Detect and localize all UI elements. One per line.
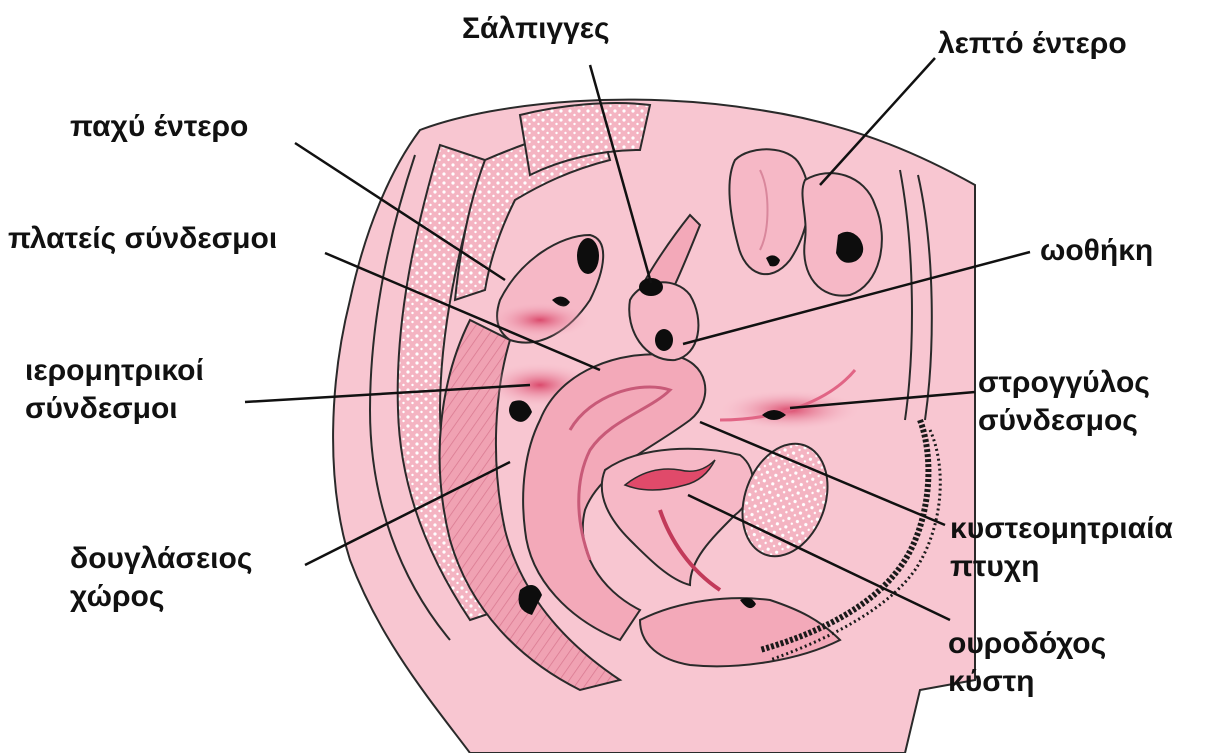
label-vesicouterine: κυστεομητριαία πτυχη [950,510,1173,586]
label-ovary: ωοθήκη [1040,232,1153,270]
label-douglas: δουγλάσειος χώρος [70,540,252,616]
label-uterosacral: ιερομητρικοί σύνδεσμοι [25,352,204,428]
ovary-dark [655,329,673,351]
label-broad-ligaments: πλατείς σύνδεσμοι [8,220,277,258]
label-bladder: ουροδόχος κύστη [948,625,1106,701]
flush-broad [490,302,590,338]
label-salpinges: Σάλπιγγες [462,10,610,48]
large-intestine-lumen [577,238,599,274]
label-round-ligament: στρογγύλος σύνδεσμος [978,364,1150,440]
label-small-intestine: λεπτό έντερο [938,25,1127,63]
label-large-intestine: παχύ έντερο [70,108,248,146]
